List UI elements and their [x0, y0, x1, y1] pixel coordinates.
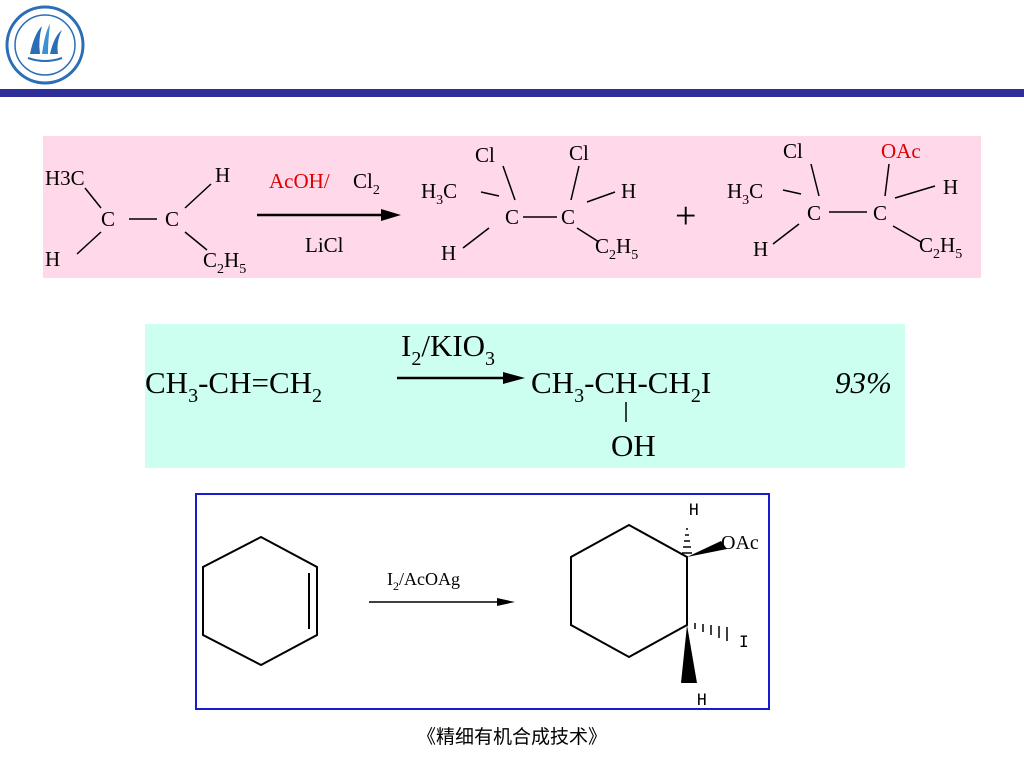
- reactant-c2h5: C2H5: [203, 248, 246, 277]
- reaction-2-scheme: CH3-CH=CH2 I2/KIO3 CH3-CH-CH2I OH 93%: [145, 328, 892, 463]
- reaction-3-scheme: I2/AcOAg H OAc I H: [202, 500, 759, 709]
- reaction-1-panel: H3C H H C2H5 C C AcOH/ Cl2 LiCl Cl Cl H3…: [43, 136, 981, 278]
- product2-h: H: [943, 175, 958, 199]
- university-seal-logo: [4, 4, 86, 86]
- product-h-bottom: H: [697, 690, 707, 709]
- product1-c2h5: C2H5: [595, 234, 638, 263]
- product1-c1: C: [505, 205, 519, 229]
- plus-sign: +: [675, 195, 696, 237]
- reaction3-arrow: [497, 598, 515, 606]
- product1-h-bottom: H: [441, 241, 456, 265]
- reaction2-yield: 93%: [835, 365, 892, 400]
- product1-cl2: Cl: [569, 141, 589, 165]
- reactant-c2: C: [165, 207, 179, 231]
- product-h-top: H: [689, 500, 699, 519]
- reaction-arrow: [381, 209, 401, 221]
- product1-c2: C: [561, 205, 575, 229]
- product2-h3c: H3C: [727, 179, 763, 208]
- footer-caption: 《精细有机合成技术》: [416, 727, 607, 748]
- product-oac: OAc: [721, 532, 759, 554]
- header-divider-bar: [0, 89, 1024, 97]
- product2-oac: OAc: [881, 139, 921, 163]
- reactant-c1: C: [101, 207, 115, 231]
- reagent-licl: LiCl: [305, 233, 344, 257]
- reaction2-reactant: CH3-CH=CH2: [145, 365, 322, 407]
- reaction-1-scheme: H3C H H C2H5 C C AcOH/ Cl2 LiCl Cl Cl H3…: [45, 139, 962, 277]
- reagent-cl2: Cl2: [353, 169, 380, 198]
- reactant-h-top: H: [215, 163, 230, 187]
- product2-c1: C: [807, 201, 821, 225]
- product2-h-bottom: H: [753, 237, 768, 261]
- product1-h3c: H3C: [421, 179, 457, 208]
- product2-c2: C: [873, 201, 887, 225]
- reaction2-oh: OH: [611, 428, 656, 463]
- reaction2-arrow: [503, 372, 525, 384]
- reactant-h3c: H3C: [45, 166, 85, 190]
- reactant-h-bottom: H: [45, 247, 60, 271]
- product-i: I: [739, 632, 749, 651]
- product1-cl1: Cl: [475, 143, 495, 167]
- reaction3-reagent: I2/AcOAg: [387, 569, 460, 593]
- reaction-2-panel: CH3-CH=CH2 I2/KIO3 CH3-CH-CH2I OH 93%: [145, 324, 905, 468]
- reagent-acoh: AcOH/: [269, 169, 330, 193]
- cyclohexene-structure: [202, 535, 318, 667]
- product1-h: H: [621, 179, 636, 203]
- iodoacetate-product-structure: [570, 523, 688, 659]
- reaction2-product: CH3-CH-CH2I: [531, 365, 711, 407]
- product2-c2h5: C2H5: [919, 233, 962, 262]
- reaction2-reagent: I2/KIO3: [401, 328, 495, 370]
- product2-cl: Cl: [783, 139, 803, 163]
- reaction-3-panel: I2/AcOAg H OAc I H: [195, 493, 770, 710]
